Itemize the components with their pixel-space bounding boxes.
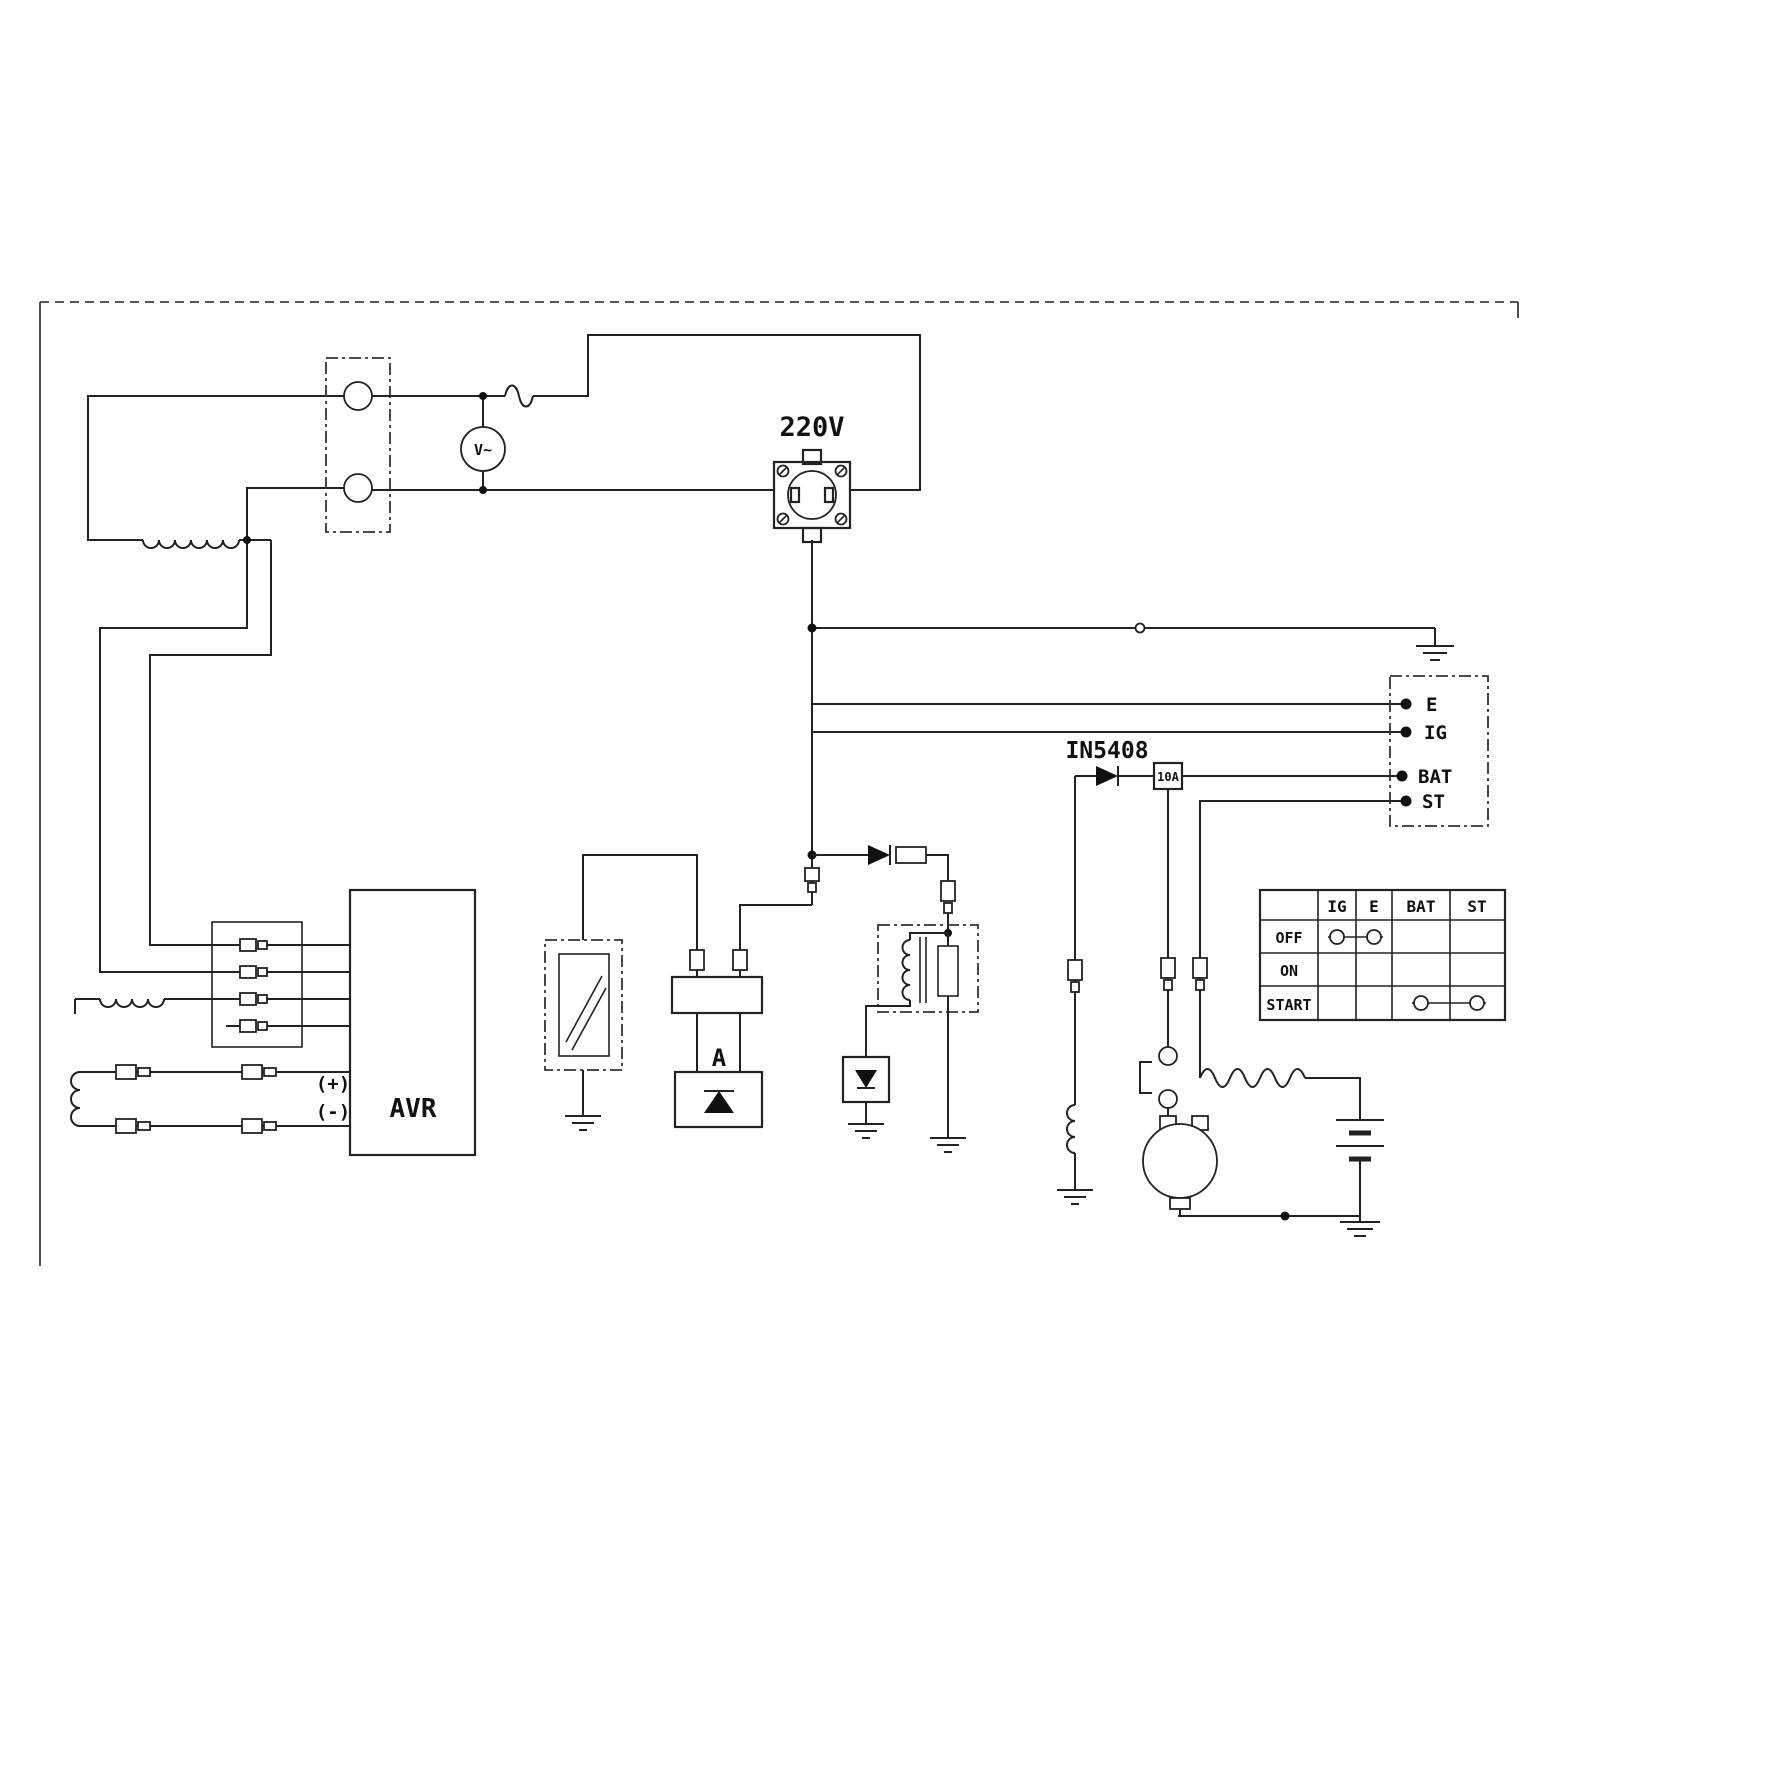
- ignition-coil: [865, 924, 979, 1153]
- table-col-ig: IG: [1327, 897, 1346, 916]
- rectifier-label: A: [712, 1044, 727, 1072]
- ground-symbol-earth-rail: [1416, 628, 1454, 661]
- diode-in5408-label: IN5408: [1065, 738, 1148, 764]
- sub-winding-coil: [74, 998, 240, 1014]
- exciter-winding: [70, 1064, 350, 1134]
- starter-circuit: [1139, 1046, 1384, 1237]
- bullet-connector: [1160, 957, 1176, 979]
- outlet-voltage-label: 220V: [779, 412, 844, 443]
- table-row-off: OFF: [1275, 929, 1302, 947]
- spark-diode-box: [841, 1055, 891, 1139]
- table-row-on: ON: [1280, 962, 1298, 980]
- relay-armature: [1139, 1061, 1152, 1094]
- page-border: [39, 301, 1519, 1266]
- line-fuse-symbol: [504, 384, 534, 408]
- connector-pins: [226, 938, 350, 1033]
- table-col-e: E: [1369, 897, 1379, 916]
- table-connection-start-bat-st: [1412, 995, 1486, 1011]
- avr-plus-label: (+): [316, 1073, 350, 1095]
- avr-unit: AVR: [348, 888, 477, 1157]
- switch-position-table: IG E BAT ST OFF ON START: [1258, 888, 1507, 1022]
- ground-symbol-spark: [848, 1123, 884, 1139]
- diode-symbol: [704, 1091, 734, 1113]
- terminal-bat-label: BAT: [1418, 766, 1452, 788]
- lamp-unit: [544, 939, 623, 1131]
- voltmeter-label: V~: [474, 441, 492, 459]
- table-col-bat: BAT: [1407, 897, 1436, 916]
- secondary-coil: [937, 945, 959, 997]
- voltmeter: V~: [460, 426, 506, 472]
- bullet-connector: [940, 880, 956, 902]
- bullet-connector: [732, 949, 748, 971]
- primary-coil: [901, 939, 911, 1001]
- terminal-block: [325, 357, 391, 533]
- bullet-connector: [1067, 959, 1083, 981]
- diode-symbol: [868, 845, 890, 865]
- bullet-connector: [804, 867, 820, 882]
- diode-in5408-symbol: [1096, 766, 1118, 786]
- connector-block: [211, 921, 350, 1048]
- table-connection-off-ig-e: [1328, 929, 1383, 945]
- diode-symbol: [855, 1070, 877, 1088]
- bullet-connector: [1192, 957, 1208, 979]
- ground-symbol-charge-coil: [1057, 1189, 1093, 1205]
- ground-symbol-battery: [1340, 1216, 1380, 1237]
- table-row-start: START: [1266, 996, 1311, 1014]
- core-lines: [919, 937, 927, 1003]
- relay-coil: [1199, 1068, 1306, 1088]
- ground-symbol-lamp: [565, 1115, 601, 1131]
- ignition-switch: E IG BAT ST: [1389, 675, 1489, 827]
- inline-connector: [1134, 622, 1146, 634]
- avr-label: AVR: [390, 1094, 437, 1124]
- avr-minus-label: (-): [316, 1101, 350, 1123]
- wires: [87, 334, 1454, 1205]
- relay-contact-bottom: [1158, 1089, 1178, 1109]
- table-col-st: ST: [1467, 897, 1486, 916]
- starter-motor: [1142, 1108, 1218, 1216]
- rectifier-unit: A: [670, 975, 764, 1129]
- charge-coil: [1066, 1104, 1076, 1154]
- outlet-220v: 220V: [772, 412, 852, 544]
- bullet-connector: [689, 949, 705, 971]
- battery-symbol: [1336, 1119, 1384, 1216]
- fuse-10a-label: 10A: [1157, 770, 1179, 784]
- terminal-st-label: ST: [1422, 791, 1445, 813]
- relay-contact-top: [1158, 1046, 1178, 1066]
- ground-symbol-coil: [930, 1137, 966, 1153]
- terminal-ig-label: IG: [1424, 722, 1447, 744]
- terminal-e-label: E: [1426, 694, 1437, 716]
